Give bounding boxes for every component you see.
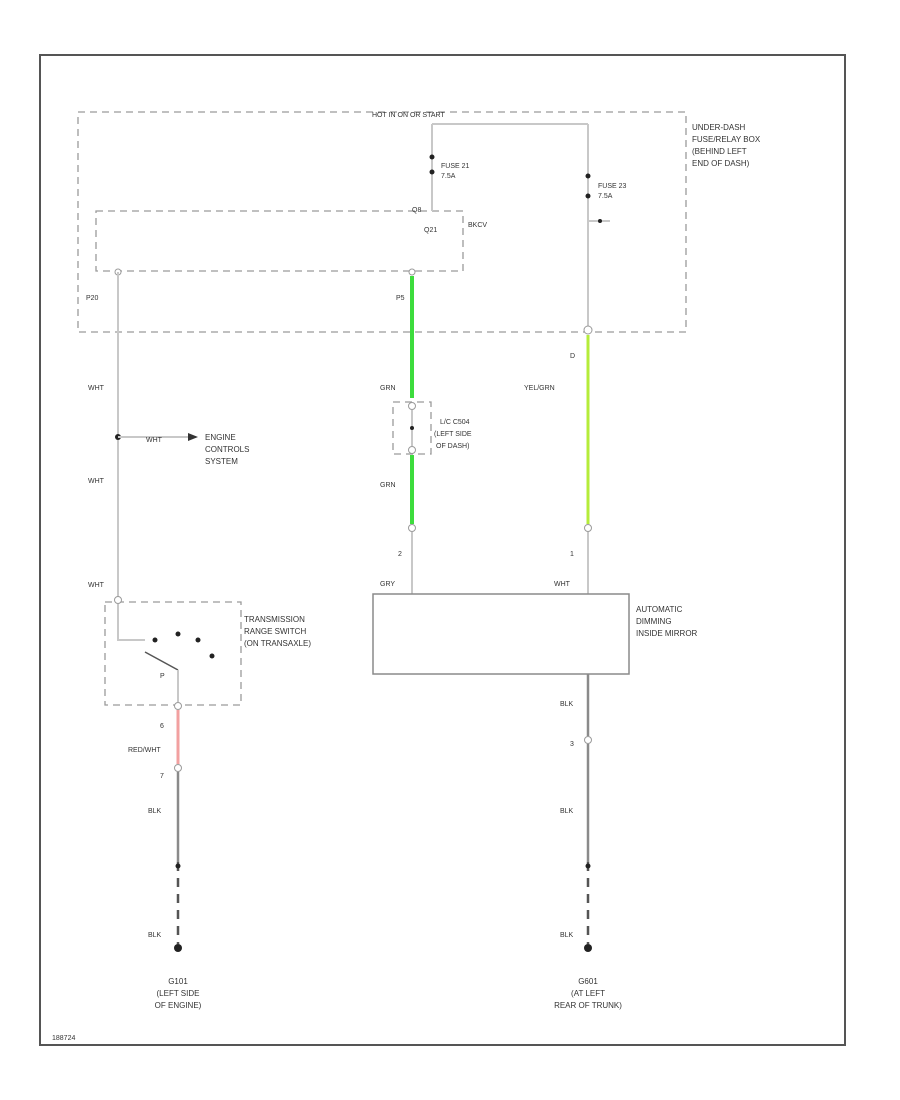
fuse23-label-line2: 7.5A bbox=[598, 193, 613, 200]
c504-node bbox=[410, 426, 414, 430]
grn-label-2: GRN bbox=[380, 482, 396, 489]
fuse23-label-line1: FUSE 23 bbox=[598, 183, 627, 190]
blk-left-label-1: BLK bbox=[148, 808, 162, 815]
switch-contact-1 bbox=[152, 637, 158, 643]
range-switch-line3: (ON TRANSAXLE) bbox=[244, 639, 311, 648]
d-connector bbox=[583, 325, 593, 335]
p5-connector bbox=[408, 268, 416, 276]
switch-arm bbox=[144, 651, 179, 671]
c504-line1: L/C C504 bbox=[440, 419, 470, 426]
circuit-bkcv-label: BKCV bbox=[468, 222, 487, 229]
range-switch-pin7-connector bbox=[174, 764, 182, 772]
mirror-label-line3: INSIDE MIRROR bbox=[636, 629, 698, 638]
engine-controls-line3: SYSTEM bbox=[205, 457, 238, 466]
engine-controls-line2: CONTROLS bbox=[205, 445, 249, 454]
range-switch-pin-top bbox=[114, 596, 122, 604]
red-wht-label: RED/WHT bbox=[128, 747, 161, 754]
c504-pin-bottom bbox=[408, 446, 416, 454]
range-switch-pin6-connector bbox=[174, 702, 182, 710]
ground-right-line1: G601 bbox=[578, 977, 598, 986]
pin-q21-label: Q21 bbox=[424, 227, 437, 234]
switch-p-label: P bbox=[160, 673, 165, 680]
mirror-pin1-connector bbox=[584, 524, 592, 532]
ground-left-line2: (LEFT SIDE bbox=[157, 989, 200, 998]
ground-g101-icon bbox=[174, 944, 182, 952]
range-switch-line1: TRANSMISSION bbox=[244, 615, 305, 624]
switch-contact-4 bbox=[209, 653, 215, 659]
mirror-pin2-connector bbox=[408, 524, 416, 532]
gry-label: GRY bbox=[380, 581, 395, 588]
switch-contact-3 bbox=[195, 637, 201, 643]
range-switch-outline bbox=[104, 601, 242, 706]
wht-label-1: WHT bbox=[88, 385, 105, 392]
fuse21-label-line2: 7.5A bbox=[441, 173, 456, 180]
relay-sub-box-outline bbox=[95, 210, 464, 272]
range-switch-pin6-label: 6 bbox=[160, 723, 164, 730]
blk-right-label-2: BLK bbox=[560, 808, 574, 815]
ground-right-line2: (AT LEFT bbox=[571, 989, 605, 998]
yel-grn-label: YEL/GRN bbox=[524, 385, 555, 392]
wht-label-3: WHT bbox=[88, 582, 105, 589]
arrow-right-icon bbox=[188, 433, 198, 441]
mirror-pin1-label: 1 bbox=[570, 551, 574, 558]
wht-mirror-label: WHT bbox=[554, 581, 571, 588]
fuse21-label-line1: FUSE 21 bbox=[441, 163, 470, 170]
blk-right-label-3: BLK bbox=[560, 932, 574, 939]
fuse23-tap-node bbox=[598, 219, 602, 223]
blk-left-node bbox=[175, 863, 181, 869]
fuse21-top-node bbox=[429, 154, 435, 160]
blk-right-node bbox=[585, 863, 591, 869]
mirror-pin2-label: 2 bbox=[398, 551, 402, 558]
pin-d-label: D bbox=[570, 353, 575, 360]
fuse-box-name-line2: FUSE/RELAY BOX bbox=[692, 135, 761, 144]
pin-p20-label: P20 bbox=[86, 295, 99, 302]
range-switch-lead bbox=[117, 604, 145, 641]
fuse-box-name-line3: (BEHIND LEFT bbox=[692, 147, 747, 156]
range-switch-pin7-label: 7 bbox=[160, 773, 164, 780]
ground-g601-icon bbox=[584, 944, 592, 952]
engine-controls-line1: ENGINE bbox=[205, 433, 236, 442]
fuse23-top-node bbox=[585, 173, 591, 179]
mirror-pin3-label: 3 bbox=[570, 741, 574, 748]
wht-branch-label: WHT bbox=[146, 437, 163, 444]
c504-pin-top bbox=[408, 402, 416, 410]
grn-label-1: GRN bbox=[380, 385, 396, 392]
range-switch-line2: RANGE SWITCH bbox=[244, 627, 306, 636]
ground-left-line1: G101 bbox=[168, 977, 188, 986]
pin-p5-label: P5 bbox=[396, 295, 405, 302]
mirror-label-line1: AUTOMATIC bbox=[636, 605, 683, 614]
mirror-label-line2: DIMMING bbox=[636, 617, 672, 626]
fuse-relay-box-outline bbox=[77, 111, 687, 333]
fuse23-bottom-node bbox=[585, 193, 591, 199]
fuse-box-name-line1: UNDER-DASH bbox=[692, 123, 746, 132]
mirror-pin3-connector bbox=[584, 736, 592, 744]
diagram-frame bbox=[39, 54, 846, 1046]
blk-right-label-1: BLK bbox=[560, 701, 574, 708]
ground-right-line3: REAR OF TRUNK) bbox=[554, 1001, 622, 1010]
fuse21-bottom-node bbox=[429, 169, 435, 175]
c504-line2: (LEFT SIDE bbox=[434, 431, 472, 438]
c504-line3: OF DASH) bbox=[436, 443, 469, 450]
switch-contact-2 bbox=[175, 631, 181, 637]
ground-left-line3: OF ENGINE) bbox=[155, 1001, 202, 1010]
blk-left-label-2: BLK bbox=[148, 932, 162, 939]
wht-label-2: WHT bbox=[88, 478, 105, 485]
footer-code: 188724 bbox=[52, 1035, 75, 1042]
mirror-component-box bbox=[372, 593, 630, 675]
fuse-box-top-label: HOT IN ON OR START bbox=[372, 112, 445, 119]
pin-q8-label: Q8 bbox=[412, 207, 421, 214]
fuse-box-name-line4: END OF DASH) bbox=[692, 159, 750, 168]
